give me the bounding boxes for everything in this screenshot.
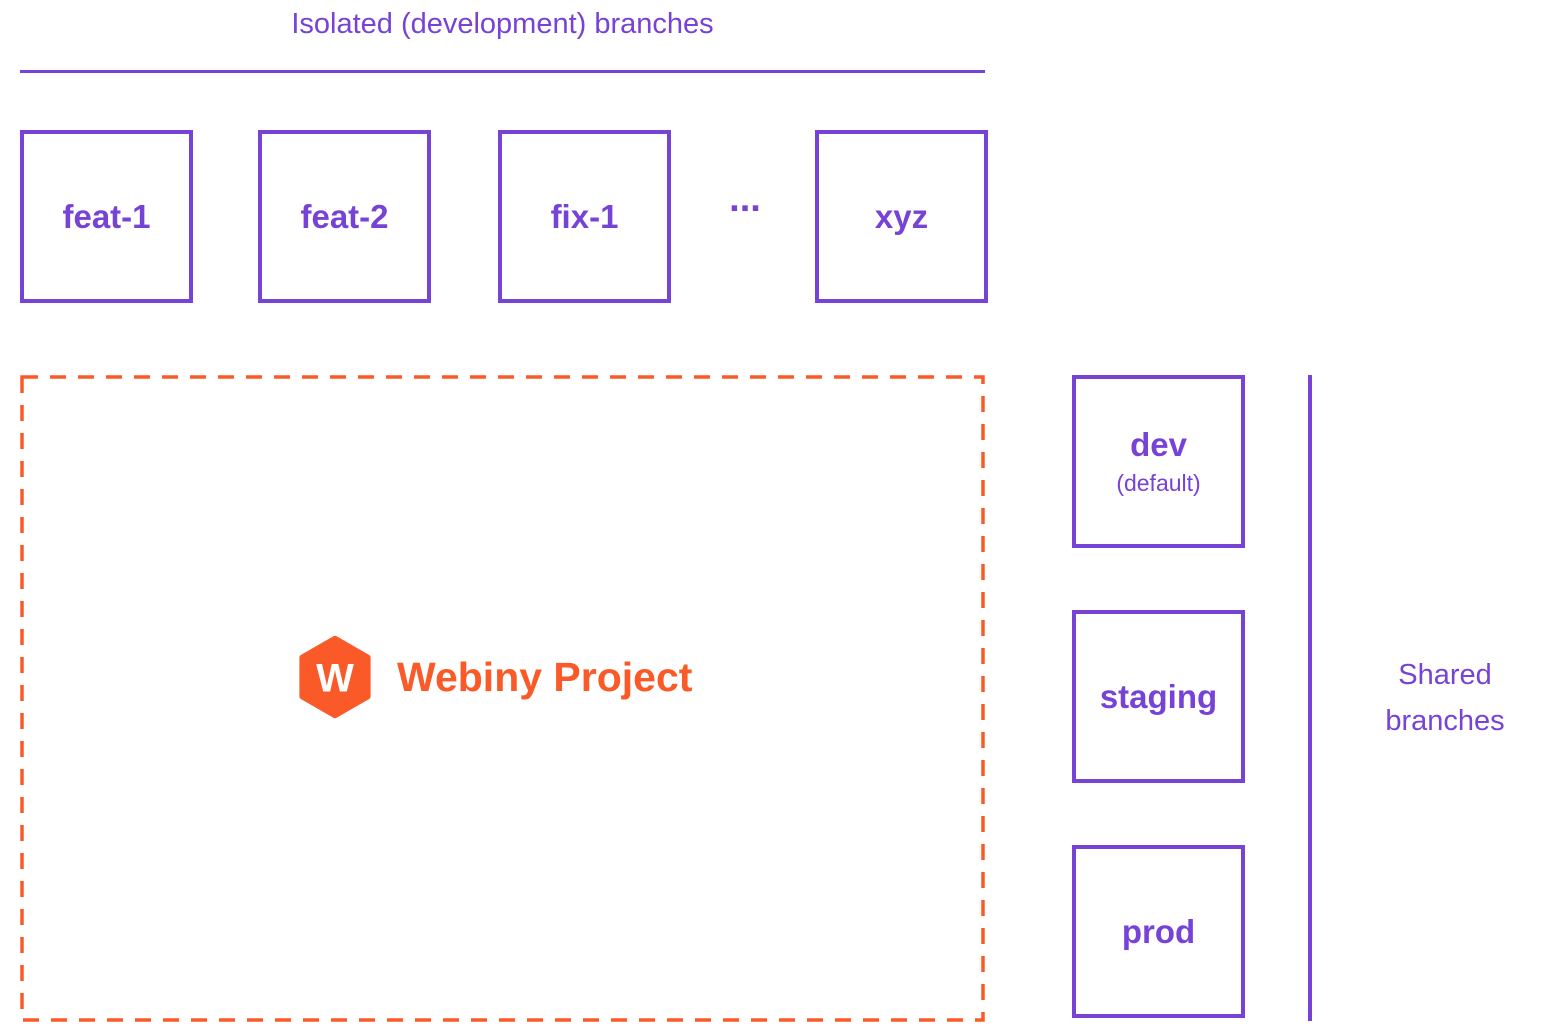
branch-label: dev [1130,426,1187,463]
branch-label: feat-2 [300,197,389,235]
branch-box-prod: prod [1072,845,1245,1018]
webiny-logo-letter: W [316,656,354,700]
branch-box-feat-2: feat-2 [258,130,431,303]
webiny-project-container: W Webiny Project [20,375,985,1022]
webiny-logo-icon: W [299,635,371,719]
webiny-brand: W Webiny Project [295,635,692,719]
branch-box-fix-1: fix-1 [498,130,671,303]
branch-box-xyz: xyz [815,130,988,303]
branch-label: staging [1099,677,1218,715]
isolated-branches-title: Isolated (development) branches [291,8,714,40]
branch-sublabel-default: (default) [1116,470,1201,496]
branch-label: xyz [874,197,929,235]
branch-label: feat-1 [62,197,151,235]
branch-box-feat-1: feat-1 [20,130,193,303]
shared-branches-label: Shared branches [1385,659,1505,738]
branch-box-dev: dev (default) [1072,375,1245,548]
branch-box-staging: staging [1072,610,1245,783]
isolated-branches-underline [20,70,985,73]
branch-label: prod [1121,912,1196,950]
branch-label: fix-1 [550,197,619,235]
shared-branches-line [1308,375,1312,1021]
branches-ellipsis: ... [729,178,761,220]
dashed-border [20,375,985,1022]
project-name-label: Webiny Project [397,653,693,700]
